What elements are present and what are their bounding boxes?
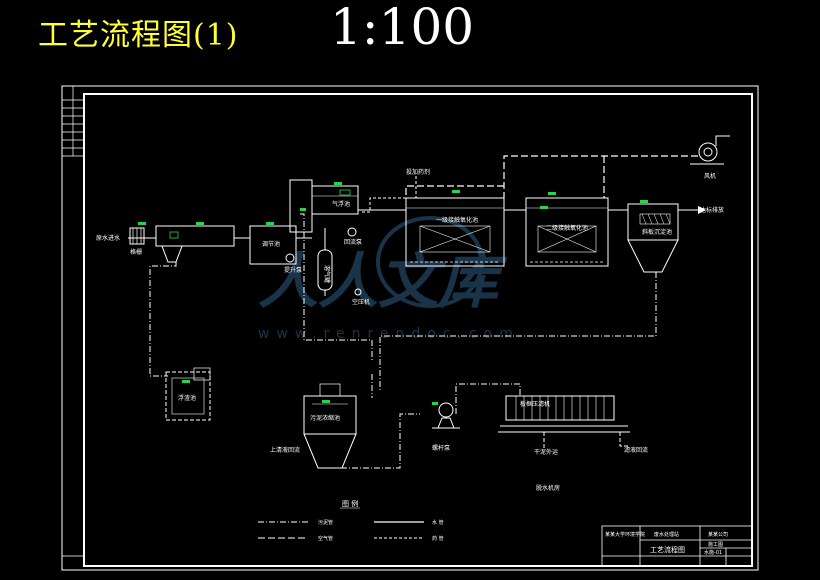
slag-tank bbox=[165, 371, 211, 421]
label-lift-pump: 提升泵 bbox=[284, 266, 302, 274]
titleblock-school: 某某大学环境学院 bbox=[605, 531, 645, 538]
blower-icon bbox=[698, 142, 718, 162]
titleblock-project: 废水处理站 bbox=[654, 531, 679, 538]
legend-title: 图 例 bbox=[342, 499, 358, 508]
legend: 图 例 污泥管 水 管 空气管 药 管 bbox=[258, 499, 444, 542]
label-screw-pump: 螺杆泵 bbox=[432, 444, 450, 452]
compressor-icon bbox=[354, 288, 362, 296]
float-contact-column bbox=[289, 179, 313, 233]
instrument-tags bbox=[138, 182, 648, 405]
label-bio-tank-1: 一级接触氧化池 bbox=[436, 216, 478, 224]
legend-item-sludge: 污泥管 bbox=[318, 519, 333, 526]
label-cake-out: 干泥外运 bbox=[534, 448, 558, 456]
drawing-scale: 1:100 bbox=[330, 0, 475, 56]
titleblock-client: 某某公司 bbox=[708, 532, 728, 538]
binding-margin-table bbox=[62, 86, 84, 557]
title-block bbox=[601, 525, 753, 567]
label-grille: 格栅 bbox=[130, 248, 142, 256]
dosing-pipes bbox=[362, 176, 417, 213]
legend-item-air: 空气管 bbox=[318, 535, 333, 542]
legend-item-dosing: 药 管 bbox=[432, 535, 444, 542]
return-pump-icon bbox=[347, 227, 357, 237]
legend-item-water: 水 管 bbox=[432, 519, 444, 526]
label-sedimentation: 斜板沉淀池 bbox=[642, 228, 672, 236]
filter-press bbox=[505, 395, 615, 421]
watermark: 人人文库 www.renrendoc.com bbox=[258, 216, 520, 342]
label-sludge-room: 脱水机房 bbox=[536, 484, 560, 492]
gas-float-tank bbox=[311, 185, 359, 215]
label-blower: 风机 bbox=[704, 172, 716, 180]
bio-tank-1 bbox=[405, 197, 505, 267]
label-dosing: 投加药剂 bbox=[406, 168, 430, 176]
watermark-logo: 人人文库 bbox=[258, 247, 508, 317]
drawing-title: 工艺流程图(1) bbox=[38, 18, 239, 53]
label-compressor: 空压机 bbox=[352, 298, 370, 306]
watermark-url: www.renrendoc.com bbox=[258, 326, 520, 342]
titleblock-drawing: 工艺流程图 bbox=[650, 545, 685, 554]
titleblock-drawing-no: 水施-01 bbox=[704, 549, 722, 556]
label-inflow: 原水进水 bbox=[96, 234, 120, 242]
label-slag-tank: 浮渣池 bbox=[178, 394, 196, 402]
titleblock-stage: 施工图 bbox=[708, 541, 723, 548]
outflow-arrow bbox=[698, 206, 706, 214]
settling-grit-tank bbox=[155, 225, 235, 247]
label-pressure-vessel: 溶气罐 bbox=[323, 265, 331, 283]
label-outflow: 达标排放 bbox=[700, 206, 724, 214]
label-return-pump: 回流泵 bbox=[344, 238, 362, 246]
screw-pump-icon bbox=[438, 402, 454, 418]
sheet-inner-border bbox=[83, 93, 753, 567]
label-sludge-thickener: 污泥浓缩池 bbox=[310, 414, 340, 422]
label-regulating-tank: 调节池 bbox=[262, 240, 280, 248]
water-pipes bbox=[128, 209, 698, 239]
label-supernatant: 上清液回流 bbox=[270, 446, 300, 454]
regulating-tank bbox=[249, 225, 297, 265]
air-pipes bbox=[405, 155, 698, 198]
sludge-pipes bbox=[149, 213, 657, 469]
lift-pump-icon bbox=[285, 253, 295, 263]
bio-tank-2 bbox=[525, 197, 609, 267]
sheet-outer-border bbox=[61, 85, 759, 571]
label-filter-press: 板框压滤机 bbox=[520, 400, 550, 408]
label-filtrate: 滤液回流 bbox=[624, 446, 648, 454]
label-bio-tank-2: 二级接触氧化池 bbox=[546, 224, 588, 232]
label-gas-float: 气浮池 bbox=[332, 200, 350, 208]
